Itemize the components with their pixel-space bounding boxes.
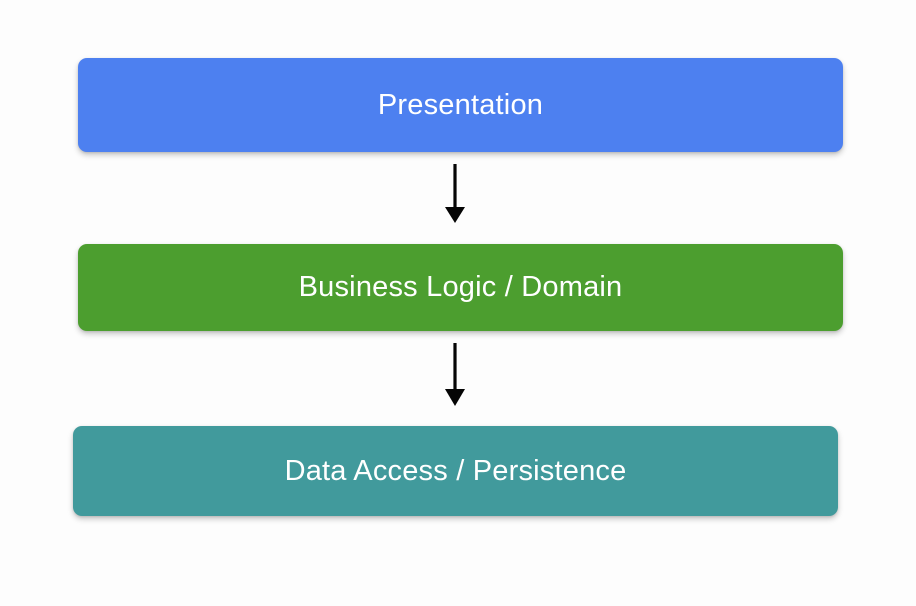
layer-label-presentation: Presentation [377,88,544,121]
arrow-down-icon [445,343,465,406]
layer-label-data-access: Data Access / Persistence [284,454,627,487]
arrow-presentation-to-business [437,163,473,223]
layer-box-business-logic[interactable]: Business Logic / Domain [78,244,843,331]
arrow-business-to-data [437,342,473,406]
layer-box-presentation[interactable]: Presentation [78,58,843,152]
arrow-down-icon [445,164,465,223]
layer-label-business-logic: Business Logic / Domain [298,271,623,303]
layer-box-data-access[interactable]: Data Access / Persistence [73,426,838,516]
